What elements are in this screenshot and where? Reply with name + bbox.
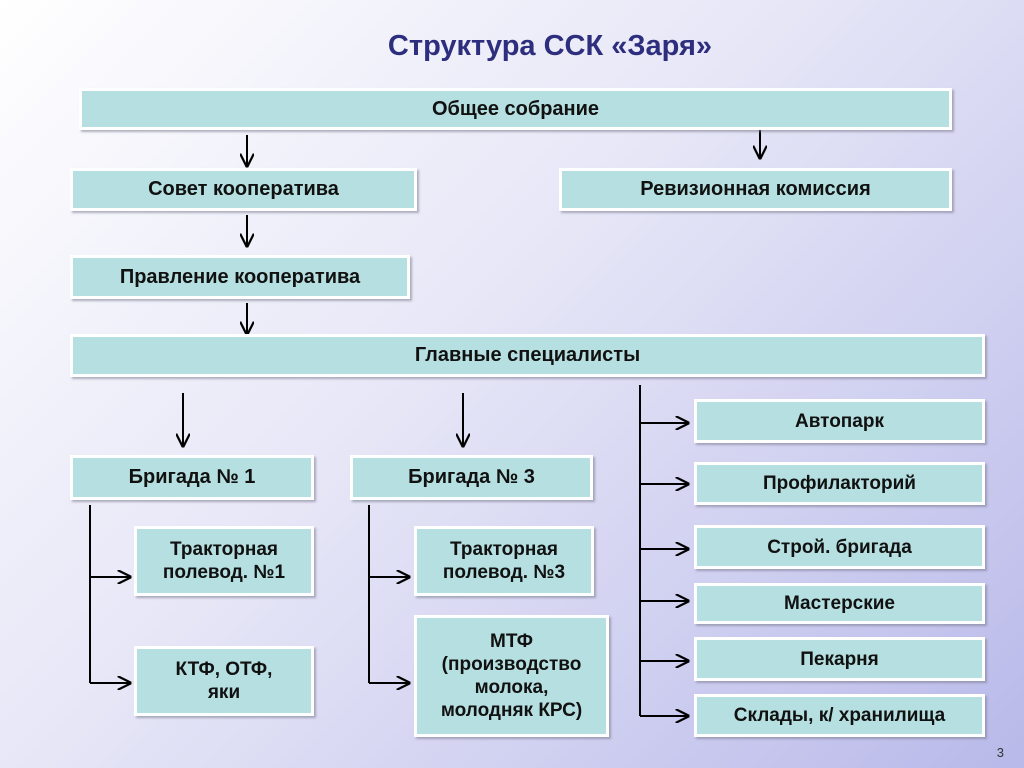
box-sanatorium: Профилакторий <box>694 462 985 505</box>
box-tractor-3: Тракторная полевод. №3 <box>414 526 594 596</box>
page-number: 3 <box>996 745 1004 760</box>
motor-depot-label: Автопарк <box>795 411 884 432</box>
sanatorium-label: Профилакторий <box>763 472 916 494</box>
box-council: Совет кооператива <box>70 168 417 211</box>
general-meeting-label: Общее собрание <box>431 97 600 120</box>
brigade-1-label: Бригада № 1 <box>128 466 256 489</box>
construction-label: Строй. бригада <box>767 537 912 558</box>
box-ktf: КТФ, ОТФ, яки <box>134 646 314 716</box>
board-label: Правление кооператива <box>119 265 361 288</box>
council-label: Совет кооператива <box>148 178 339 201</box>
box-mtf: МТФ (производство молока, молодняк КРС) <box>414 615 609 737</box>
box-audit-commission: Ревизионная комиссия <box>559 168 952 211</box>
bakery-label: Пекарня <box>800 649 879 670</box>
workshops-label: Мастерские <box>784 592 895 614</box>
box-warehouses: Склады, к/ хранилища <box>694 694 985 737</box>
mtf-label: МТФ (производство молока, молодняк КРС) <box>440 630 583 722</box>
box-tractor-1: Тракторная полевод. №1 <box>134 526 314 596</box>
page-title: Структура ССК «Заря» <box>387 30 713 62</box>
box-motor-depot: Автопарк <box>694 399 985 443</box>
chief-specialists-label: Главные специалисты <box>414 344 641 367</box>
tractor-3-label: Тракторная полевод. №3 <box>442 538 566 583</box>
box-workshops: Мастерские <box>694 583 985 624</box>
box-brigade-1: Бригада № 1 <box>70 455 314 500</box>
tractor-1-label: Тракторная полевод. №1 <box>162 538 286 583</box>
ktf-label: КТФ, ОТФ, яки <box>175 658 273 703</box>
box-general-meeting: Общее собрание <box>79 88 952 130</box>
audit-commission-label: Ревизионная комиссия <box>640 178 871 201</box>
warehouses-label: Склады, к/ хранилища <box>733 704 946 726</box>
box-construction: Строй. бригада <box>694 525 985 569</box>
brigade-3-label: Бригада № 3 <box>408 466 535 489</box>
box-board: Правление кооператива <box>70 255 410 299</box>
box-chief-specialists: Главные специалисты <box>70 334 985 377</box>
box-brigade-3: Бригада № 3 <box>350 455 593 500</box>
box-bakery: Пекарня <box>694 637 985 681</box>
